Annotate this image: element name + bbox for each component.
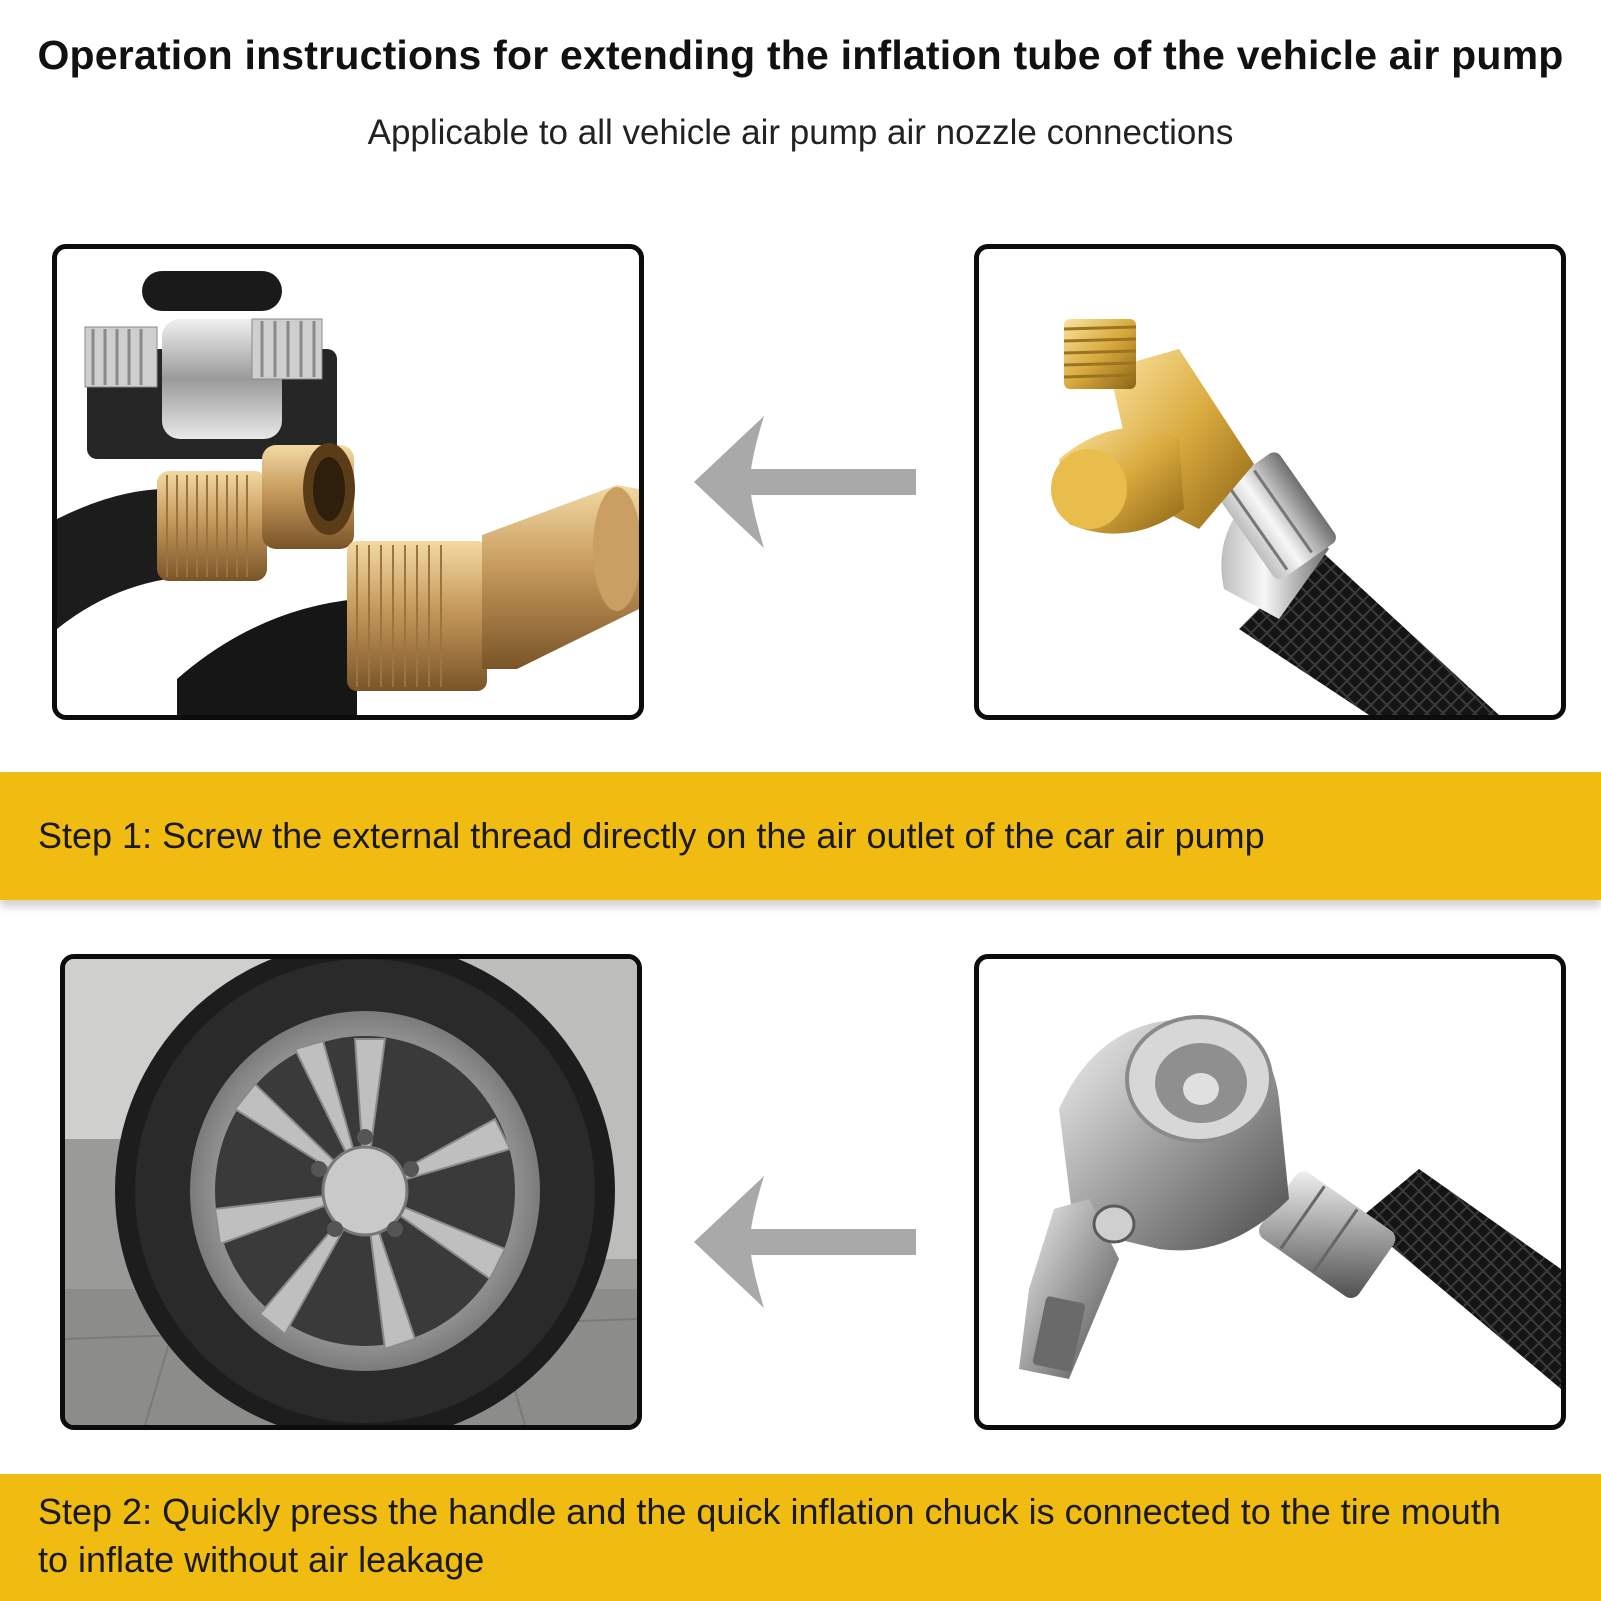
left-arrow-icon [694,1176,916,1308]
page-subtitle: Applicable to all vehicle air pump air n… [367,113,1234,152]
chuck-connector-photo [974,954,1566,1430]
step-1-banner: Step 1: Screw the external thread direct… [0,772,1601,900]
air-pump-photo [52,244,644,720]
left-arrow-icon [694,416,916,548]
page-title: Operation instructions for extending the… [37,32,1564,78]
step-2-banner: Step 2: Quickly press the handle and the… [0,1474,1601,1601]
brass-connector-photo [974,244,1566,720]
step-1-text: Step 1: Screw the external thread direct… [38,815,1265,856]
brass-connector-illustration [1051,319,1499,715]
car-tire-photo [60,954,642,1430]
car-tire-illustration [65,959,637,1425]
chuck-connector-illustration [1019,1015,1561,1389]
step-2-text: Step 2: Quickly press the handle and the… [38,1491,1501,1580]
air-pump-illustration [57,271,639,715]
